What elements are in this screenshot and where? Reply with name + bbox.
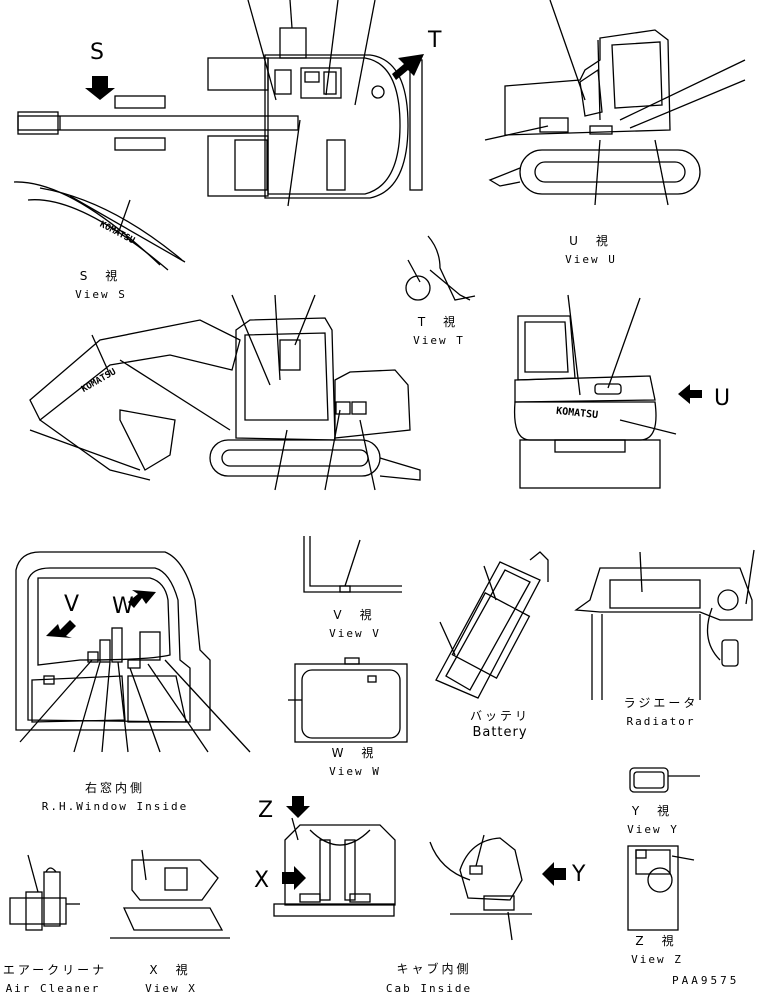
battery-jp: バッテリ	[469, 709, 530, 723]
view-u-en: View U	[565, 253, 617, 266]
view-w-jp: W 視	[331, 746, 377, 760]
letter-w: W	[112, 594, 134, 619]
view-t-jp: T 視	[417, 315, 459, 329]
side-view-main	[29, 294, 421, 491]
letter-v: V	[64, 592, 80, 617]
view-x-jp: X 視	[149, 963, 191, 977]
boom-closeup	[13, 181, 186, 271]
radiator-jp: ラジエータ	[623, 696, 699, 710]
letter-u: U	[714, 386, 731, 411]
side-view-upper	[484, 0, 746, 206]
view-v-jp: V 視	[333, 608, 375, 622]
view-v-en: View V	[329, 627, 381, 640]
view-x-en: View X	[145, 982, 197, 995]
air-cleaner-en: Air Cleaner	[5, 982, 101, 995]
window-inside	[15, 551, 251, 753]
view-w-en: View W	[329, 765, 381, 778]
view-y-jp: Y 視	[631, 804, 673, 818]
cab-inside-en: Cab Inside	[385, 982, 473, 995]
letter-y: Y	[572, 862, 586, 887]
letter-s: S	[90, 40, 104, 65]
view-s-jp: S 視	[79, 269, 121, 283]
letter-t: T	[428, 28, 442, 53]
battery-en: Battery	[472, 725, 528, 740]
view-y-detail	[629, 767, 700, 793]
window-inside-jp: 右窓内側	[84, 781, 145, 795]
t-detail	[405, 235, 476, 301]
view-z-jp: Z 視	[635, 934, 677, 948]
letter-x: X	[254, 868, 270, 893]
radiator-drawing	[574, 549, 755, 700]
battery-drawing	[435, 551, 549, 699]
rear-view	[513, 294, 677, 489]
view-t-en: View T	[413, 334, 465, 347]
view-x-detail	[110, 849, 230, 939]
air-cleaner-drawing	[9, 854, 80, 931]
cab-inside-front	[273, 817, 396, 917]
view-z-en: View Z	[631, 953, 683, 966]
window-inside-en: R.H.Window Inside	[41, 800, 189, 813]
top-view-machine	[17, 0, 423, 207]
view-s-en: View S	[75, 288, 127, 301]
air-cleaner-jp: エアークリーナ	[2, 963, 108, 977]
view-y-en: View Y	[627, 823, 679, 836]
cab-inside-jp: キャブ内側	[396, 962, 472, 976]
view-u-jp: U 視	[569, 234, 611, 248]
view-w-detail	[288, 657, 408, 743]
cab-inside-side	[429, 834, 532, 941]
radiator-en: Radiator	[626, 715, 696, 728]
drawing-code: PAA9575	[672, 974, 740, 987]
letter-z: Z	[258, 798, 274, 823]
view-v-detail	[303, 536, 402, 593]
view-z-detail	[627, 845, 695, 931]
